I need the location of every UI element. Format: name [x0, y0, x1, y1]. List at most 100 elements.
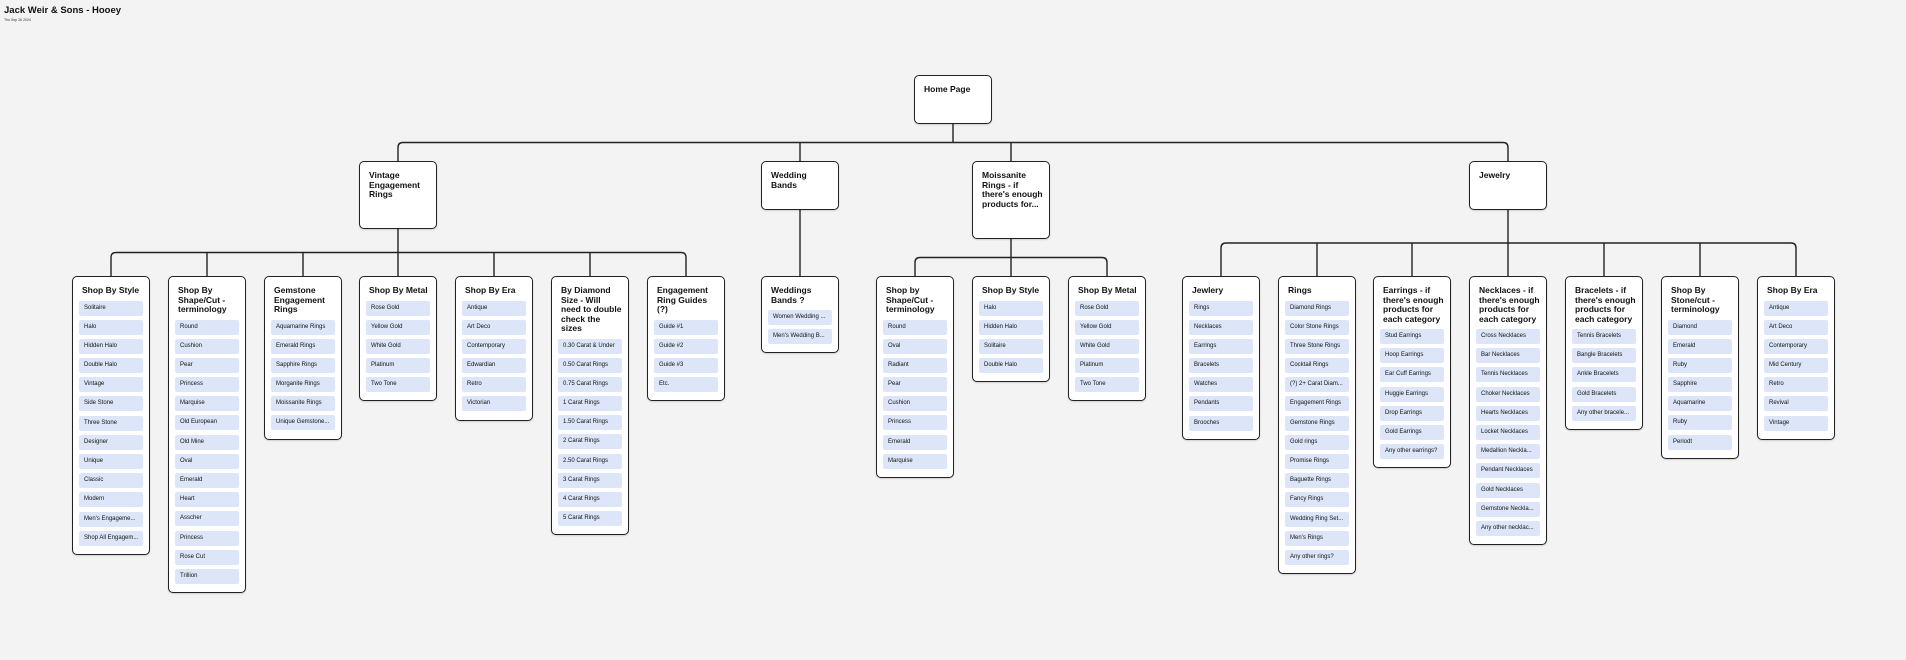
card-item[interactable]: Two Tone — [1075, 377, 1139, 393]
node-vintage-engagement-rings[interactable]: Vintage Engagement Rings — [359, 161, 437, 229]
card-item[interactable]: Wedding Ring Set... — [1285, 511, 1349, 527]
node-wedding-bands[interactable]: Wedding Bands — [761, 161, 839, 210]
card-item[interactable]: 2 Carat Rings — [558, 434, 622, 450]
card-item[interactable]: Edwardian — [462, 358, 526, 374]
card-item[interactable]: 1.50 Carat Rings — [558, 415, 622, 431]
card-item[interactable]: Marquise — [883, 453, 947, 469]
card-item[interactable]: Pear — [175, 357, 239, 373]
card-item[interactable]: Princess — [175, 530, 239, 546]
card-item[interactable]: Etc. — [654, 377, 718, 393]
card-item[interactable]: Hearts Necklaces — [1476, 405, 1540, 421]
card-item[interactable]: Oval — [175, 453, 239, 469]
card-item[interactable]: Women Wedding ... — [768, 310, 832, 325]
card-item[interactable]: Yellow Gold — [1075, 319, 1139, 335]
card-item[interactable]: Halo — [79, 319, 143, 335]
card-item[interactable]: Bracelets — [1189, 358, 1253, 374]
card-item[interactable]: Choker Necklaces — [1476, 386, 1540, 402]
card-item[interactable]: Guide #2 — [654, 338, 718, 354]
card-item[interactable]: Drop Earrings — [1380, 405, 1444, 421]
card-item[interactable]: Hidden Halo — [979, 319, 1043, 335]
card-item[interactable]: Diamond Rings — [1285, 300, 1349, 316]
card-item[interactable]: Ruby — [1668, 415, 1732, 431]
card-item[interactable]: Ruby — [1668, 357, 1732, 373]
card-item[interactable]: Cushion — [175, 338, 239, 354]
card-item[interactable]: Brooches — [1189, 415, 1253, 431]
card-item[interactable]: Unique Gemstone... — [271, 415, 335, 431]
card-item[interactable]: Cocktail Rings — [1285, 358, 1349, 374]
card-item[interactable]: Aquamarine Rings — [271, 319, 335, 335]
card-item[interactable]: Victorian — [462, 396, 526, 412]
card-item[interactable]: Yellow Gold — [366, 319, 430, 335]
card-item[interactable]: Emerald — [883, 434, 947, 450]
card-bracelets-if-there-s-enough-pr[interactable]: Bracelets - if there's enough products f… — [1565, 276, 1643, 430]
card-item[interactable]: Retro — [1764, 377, 1828, 393]
card-item[interactable]: Any other bracele... — [1572, 405, 1636, 421]
card-item[interactable]: Gold Necklaces — [1476, 482, 1540, 498]
card-item[interactable]: Double Halo — [79, 358, 143, 374]
card-item[interactable]: Art Deco — [1764, 319, 1828, 335]
card-item[interactable]: Gold Bracelets — [1572, 386, 1636, 402]
card-item[interactable]: Fancy Rings — [1285, 492, 1349, 508]
card-item[interactable]: Tennis Bracelets — [1572, 329, 1636, 344]
card-item[interactable]: Men's Wedding B... — [768, 329, 832, 345]
card-item[interactable]: Round — [175, 319, 239, 335]
card-item[interactable]: Baguette Rings — [1285, 473, 1349, 489]
card-item[interactable]: Shop All Engagem... — [79, 530, 143, 546]
card-item[interactable]: Art Deco — [462, 319, 526, 335]
card-item[interactable]: Locket Necklaces — [1476, 424, 1540, 440]
card-item[interactable]: Side Stone — [79, 396, 143, 412]
card-item[interactable]: Pendant Necklaces — [1476, 463, 1540, 479]
card-item[interactable]: Color Stone Rings — [1285, 319, 1349, 335]
card-item[interactable]: Old European — [175, 415, 239, 431]
card-item[interactable]: Three Stone Rings — [1285, 338, 1349, 354]
card-item[interactable]: Moissanite Rings — [271, 396, 335, 412]
card-item[interactable]: Gold rings — [1285, 434, 1349, 450]
card-item[interactable]: Guide #3 — [654, 357, 718, 373]
card-item[interactable]: Cushion — [883, 396, 947, 412]
card-item[interactable]: Retro — [462, 377, 526, 393]
card-item[interactable]: Bangle Bracelets — [1572, 348, 1636, 364]
card-item[interactable]: Three Stone — [79, 415, 143, 431]
card-item[interactable]: Old Mine — [175, 434, 239, 450]
card-item[interactable]: White Gold — [1075, 338, 1139, 354]
card-item[interactable]: Princess — [883, 415, 947, 431]
node-jewelry[interactable]: Jewelry — [1469, 161, 1547, 210]
card-item[interactable]: Pear — [883, 377, 947, 393]
card-item[interactable]: Rings — [1189, 300, 1253, 316]
card-item[interactable]: Stud Earrings — [1380, 329, 1444, 344]
card-item[interactable]: Double Halo — [979, 358, 1043, 374]
card-item[interactable]: Antique — [462, 300, 526, 316]
card-item[interactable]: Necklaces — [1189, 319, 1253, 335]
card-item[interactable]: Radiant — [883, 357, 947, 373]
card-item[interactable]: 0.30 Carat & Under — [558, 338, 622, 354]
card-item[interactable]: Sapphire Rings — [271, 357, 335, 373]
card-weddings-bands[interactable]: Weddings Bands ?Women Wedding ...Men's W… — [761, 276, 839, 354]
card-item[interactable]: Solitaire — [79, 300, 143, 316]
card-item[interactable]: Huggie Earrings — [1380, 386, 1444, 402]
card-item[interactable]: Antique — [1764, 300, 1828, 316]
card-item[interactable]: Ear Cuff Earrings — [1380, 367, 1444, 383]
card-item[interactable]: Asscher — [175, 511, 239, 527]
card-item[interactable]: Vintage — [79, 377, 143, 393]
card-item[interactable]: 3 Carat Rings — [558, 472, 622, 488]
card-item[interactable]: Hidden Halo — [79, 338, 143, 354]
card-item[interactable]: Watches — [1189, 377, 1253, 393]
card-item[interactable]: Two Tone — [366, 377, 430, 393]
card-item[interactable]: Pendants — [1189, 396, 1253, 412]
card-item[interactable]: 0.75 Carat Rings — [558, 376, 622, 392]
card-item[interactable]: Promise Rings — [1285, 454, 1349, 469]
card-item[interactable]: Any other earrings? — [1380, 444, 1444, 460]
card-item[interactable]: Cross Necklaces — [1476, 329, 1540, 344]
node-home-page[interactable]: Home Page — [914, 75, 992, 124]
card-item[interactable]: Round — [883, 319, 947, 335]
